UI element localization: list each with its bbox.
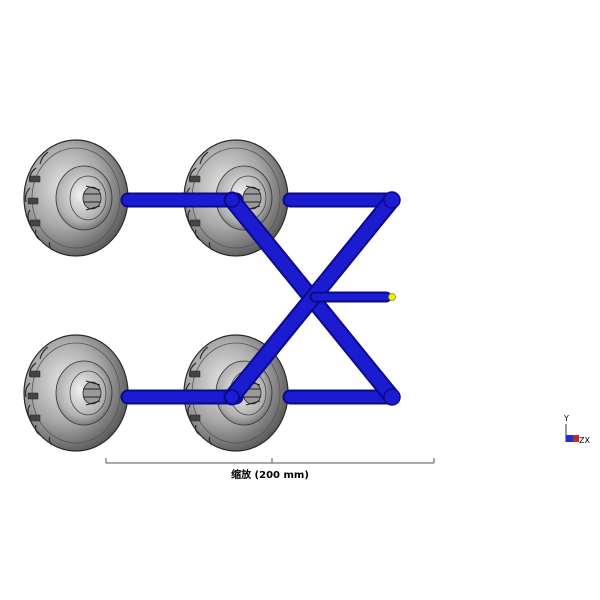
triad-zx-label: ZX bbox=[579, 436, 590, 445]
triad-y-label: Y bbox=[564, 414, 569, 423]
linkage[interactable] bbox=[120, 191, 401, 406]
scale-bar bbox=[105, 458, 435, 464]
marker-point-icon[interactable] bbox=[388, 293, 396, 301]
axis-triad-icon bbox=[565, 424, 579, 442]
scale-label: 缩放 (200 mm) bbox=[231, 470, 309, 481]
tire-front-left[interactable] bbox=[23, 139, 129, 257]
tire-front-right[interactable] bbox=[23, 334, 129, 452]
